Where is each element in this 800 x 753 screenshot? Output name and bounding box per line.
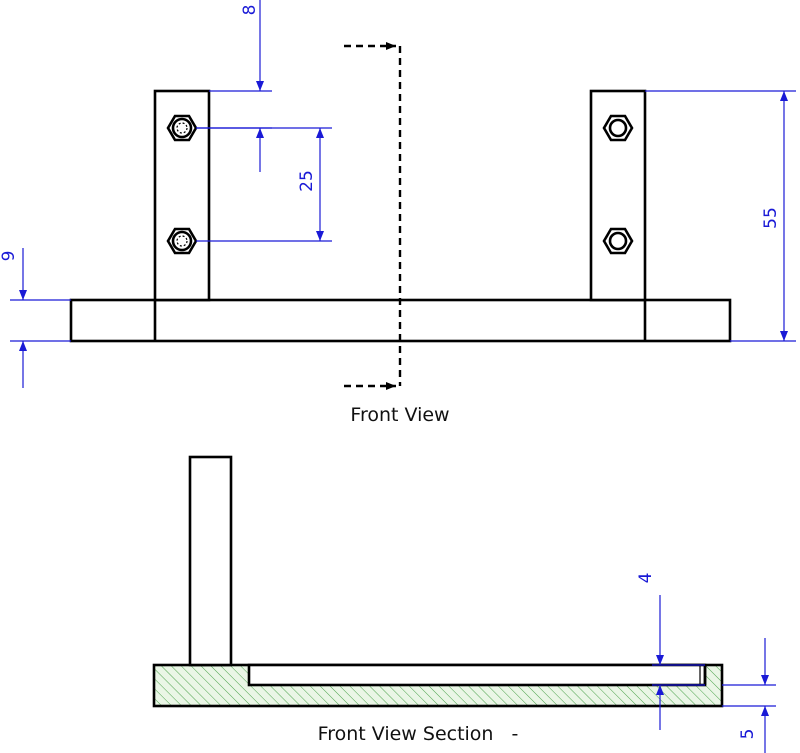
section-cut-line (344, 42, 402, 390)
front-view-label: Front View (350, 404, 449, 426)
right-bottom-bolt (602, 227, 634, 255)
section-upright (188, 455, 233, 667)
dimension-slot-depth: 4 (636, 573, 705, 730)
right-upright (589, 89, 647, 302)
dimension-base-thickness: 9 (0, 248, 71, 388)
section-view-label: Front View Section- (318, 723, 519, 745)
dimension-hole-spacing: 25 (196, 127, 332, 242)
dimension-overall-height: 55 (645, 90, 796, 342)
dimension-text-5: 5 (738, 729, 758, 740)
dimension-text-55: 55 (761, 207, 781, 229)
dimension-text-4: 4 (636, 573, 656, 584)
left-top-bolt (166, 114, 198, 142)
dimension-text-25: 25 (297, 170, 317, 192)
section-view: Front View Section- (152, 455, 724, 745)
front-view: Front View (69, 42, 732, 426)
left-upright (153, 89, 211, 302)
dimension-section-thickness: 5 (722, 638, 776, 753)
right-top-bolt (602, 114, 634, 142)
left-bottom-bolt (166, 227, 198, 255)
dimension-text-8: 8 (240, 5, 260, 16)
section-slot (247, 663, 707, 687)
dimension-text-9: 9 (0, 251, 19, 262)
